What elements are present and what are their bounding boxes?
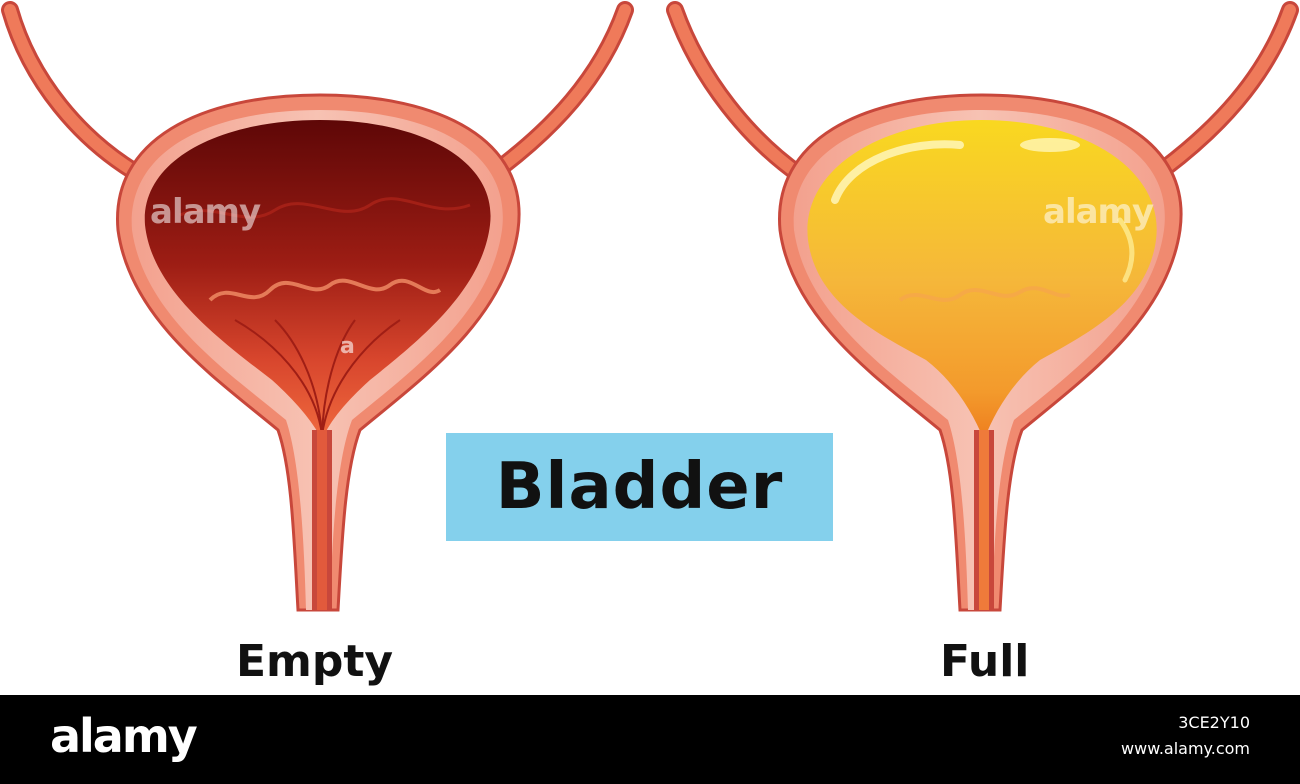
empty-left-ureter bbox=[1, 1, 149, 184]
full-bladder bbox=[666, 1, 1299, 612]
alamy-logo: alamy bbox=[50, 709, 198, 763]
empty-bladder bbox=[1, 1, 634, 612]
diagram-title: Bladder bbox=[495, 450, 784, 524]
empty-bladder-cavity bbox=[144, 120, 491, 440]
full-right-ureter bbox=[1156, 1, 1299, 177]
title-box: Bladder bbox=[446, 433, 833, 541]
bladder-illustration bbox=[1, 1, 1299, 612]
full-bladder-cavity bbox=[807, 120, 1157, 440]
watermark-right: alamy bbox=[1043, 192, 1154, 232]
label-empty: Empty bbox=[236, 636, 394, 687]
watermark-left: alamy bbox=[150, 192, 261, 232]
footer-bar: alamy 3CE2Y10 www.alamy.com bbox=[0, 695, 1300, 784]
footer-url: www.alamy.com bbox=[1121, 739, 1250, 758]
watermark-letter-left: a bbox=[340, 334, 355, 359]
empty-right-ureter bbox=[491, 1, 634, 177]
image-id: 3CE2Y10 bbox=[1178, 713, 1250, 732]
full-left-ureter bbox=[666, 1, 809, 184]
label-full: Full bbox=[940, 636, 1030, 687]
